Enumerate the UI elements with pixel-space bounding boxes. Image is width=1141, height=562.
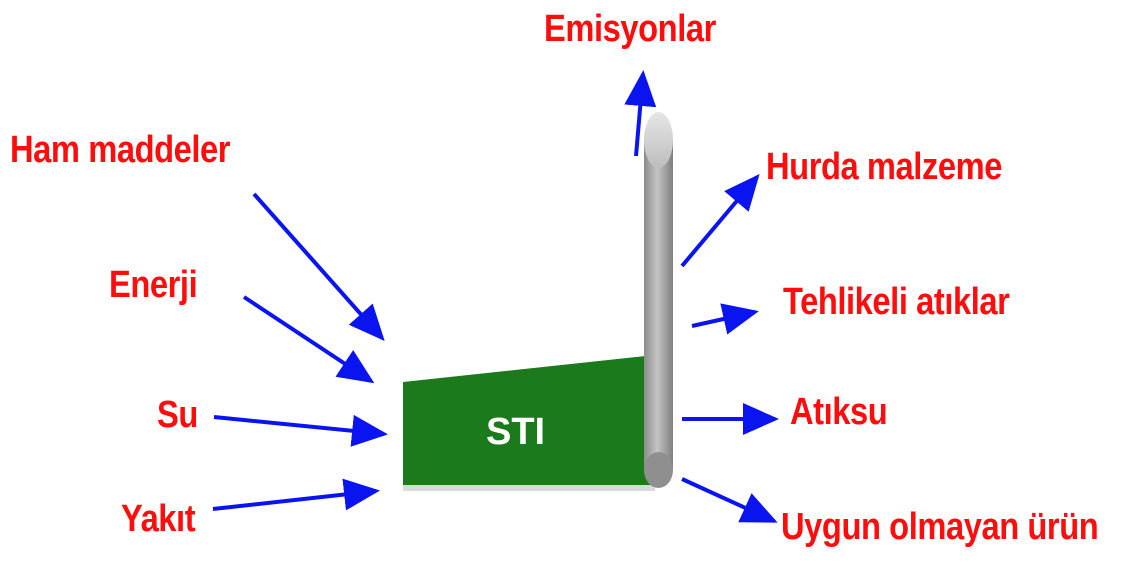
chimney-pipe [644, 140, 673, 470]
sti-box-shadow [403, 485, 655, 491]
arrow-uygun-olmayan-urun [681, 477, 778, 523]
arrow-tehlikeli-atiklar [691, 303, 759, 335]
arrow-su [213, 414, 388, 447]
input-label-su: Su [157, 394, 198, 436]
output-label-tehlikeli-atiklar: Tehlikeli atıklar [783, 281, 1010, 323]
output-label-atiksu: Atıksu [790, 391, 888, 433]
arrow-hurda-malzeme [680, 173, 760, 268]
arrow-yakit [212, 478, 380, 511]
output-label-emisyonlar: Emisyonlar [544, 8, 716, 50]
output-label-hurda-malzeme: Hurda malzeme [766, 146, 1002, 188]
arrow-enerji [242, 295, 375, 384]
input-label-enerji: Enerji [109, 264, 198, 306]
input-label-yakit: Yakıt [121, 498, 196, 540]
arrow-emisyonlar [624, 70, 657, 157]
sti-process-box [403, 355, 655, 485]
arrow-ham-maddeler [252, 192, 385, 341]
input-label-ham-maddeler: Ham maddeler [10, 129, 231, 171]
output-label-uygun-olmayan-urun: Uygun olmayan ürün [781, 506, 1099, 548]
sti-label: STI [486, 411, 546, 453]
chimney-top-cap [644, 112, 673, 168]
chimney-bottom [644, 452, 673, 488]
